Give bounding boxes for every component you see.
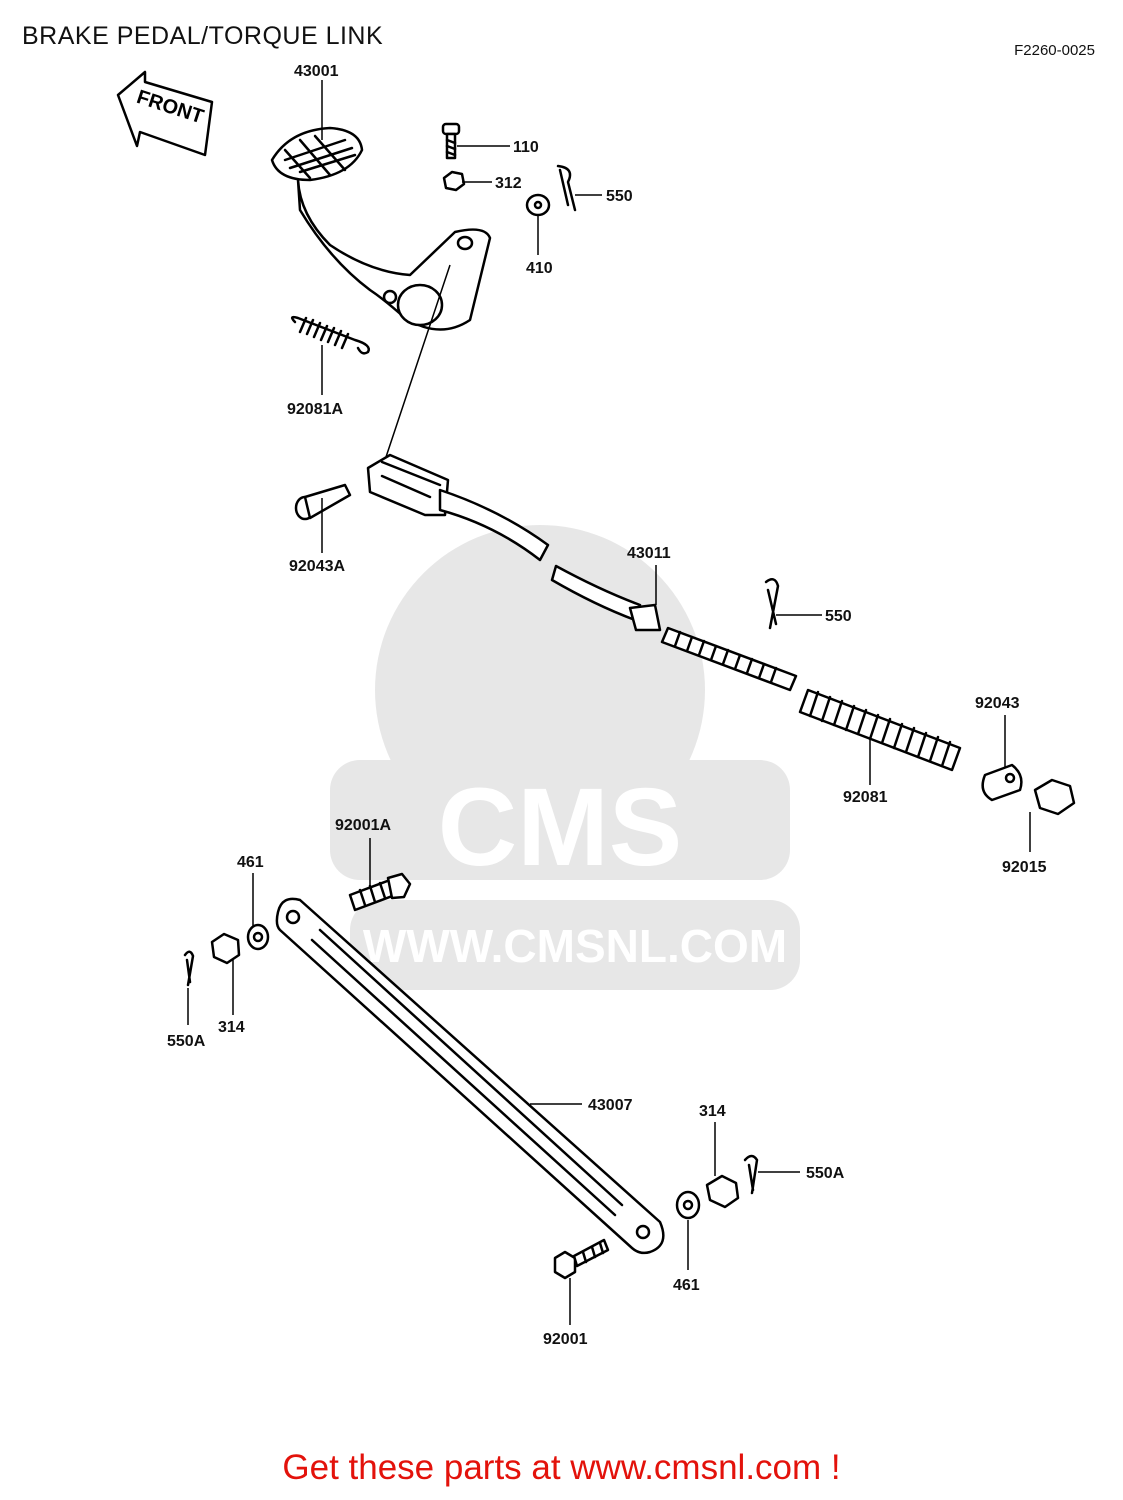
clevis-pin-92043A: [294, 483, 352, 521]
label-410: 410: [526, 260, 553, 277]
front-arrow-icon: FRONT: [116, 70, 214, 157]
cms-watermark: CMS WWW.CMSNL.COM: [330, 525, 800, 990]
label-314-right: 314: [699, 1103, 726, 1120]
brake-pedal: [270, 126, 492, 331]
nut-314-right: [705, 1174, 740, 1209]
washer-461-left: [246, 923, 270, 951]
label-550A-right: 550A: [806, 1165, 845, 1182]
cotter-pin-550A-left: [183, 950, 195, 987]
threaded-rod: [660, 626, 798, 692]
trunnion-92043: [981, 763, 1023, 802]
label-550A-left: 550A: [167, 1033, 206, 1050]
pivot-bolt-110: [441, 122, 461, 160]
label-92043: 92043: [975, 695, 1020, 712]
label-92043A: 92043A: [289, 558, 345, 575]
pedal-spring-92081A: [290, 315, 370, 355]
parts-diagram: CMS WWW.CMSNL.COM FRONT: [116, 63, 1076, 1348]
nut-312: [442, 170, 466, 192]
cotter-pin-550-top: [556, 164, 577, 212]
label-461-left: 461: [237, 854, 264, 871]
label-461-right: 461: [673, 1277, 700, 1294]
label-92081A: 92081A: [287, 401, 343, 418]
label-92001A: 92001A: [335, 817, 391, 834]
cotter-pin-550A-right: [743, 1154, 759, 1195]
washer-410: [525, 193, 551, 217]
washer-461-right: [675, 1190, 701, 1220]
nut-314-left: [210, 932, 241, 965]
page-title: BRAKE PEDAL/TORQUE LINK: [22, 22, 384, 50]
figure-code: F2260-0025: [1014, 42, 1095, 59]
brake-rod-spring-92081: [798, 688, 962, 772]
cotter-pin-550-mid: [764, 578, 780, 630]
label-550-mid: 550: [825, 608, 852, 625]
parts-shop-link[interactable]: Get these parts at www.cmsnl.com !: [282, 1448, 841, 1487]
label-110: 110: [513, 139, 539, 156]
label-312: 312: [495, 175, 522, 192]
label-314-left: 314: [218, 1019, 245, 1036]
label-550-top: 550: [606, 188, 633, 205]
label-43011: 43011: [627, 545, 671, 562]
bolt-92001A: [348, 872, 412, 912]
adjusting-nut-92015: [1033, 778, 1076, 816]
bolt-92001: [553, 1238, 610, 1280]
watermark-url: WWW.CMSNL.COM: [363, 920, 787, 972]
label-92015: 92015: [1002, 859, 1047, 876]
leader-lines: [187, 80, 1031, 1325]
watermark-brand: CMS: [438, 766, 682, 889]
label-43007: 43007: [588, 1097, 633, 1114]
label-92081: 92081: [843, 789, 888, 806]
torque-link-43007: [275, 897, 665, 1255]
label-43001: 43001: [294, 63, 339, 80]
label-92001: 92001: [543, 1331, 588, 1348]
clevis-rod-43011: [366, 264, 662, 632]
